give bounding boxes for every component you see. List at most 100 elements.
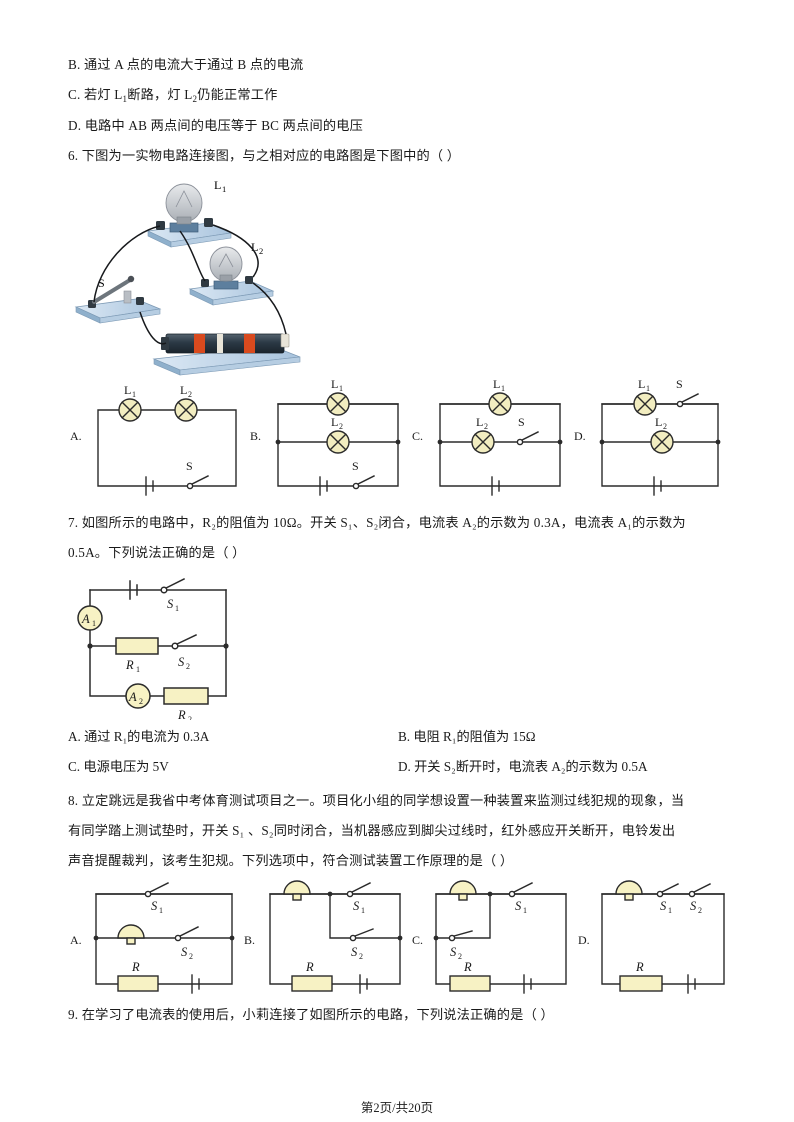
q7-option-c: C. 电源电压为 5V [68,759,169,774]
q8-option-c-letter: C. [412,933,423,947]
q8-a-resistor-label: R [131,960,140,974]
q5-option-d: D. 电路中 AB 两点间的电压等于 BC 两点间的电压 [68,118,364,133]
q8-option-a: A. S 1 [70,882,235,994]
battery-assembly [152,333,301,376]
q6-a-lamp2-sub: 2 [188,390,192,399]
q6-options-svg: A. L 1 L 2 [70,377,721,496]
q8-b-switch2-label: S [351,945,358,959]
q7-ammeter1-sub: 1 [92,619,96,628]
q7-stem-line2: 0.5A。下列说法正确的是（ ） [68,545,246,560]
q8-a-switch1-label: S [151,899,158,913]
q8-d-switch1-label: S [660,899,667,913]
q6-option-b-letter: B. [250,429,261,443]
lamp2-assembly: L 2 [188,240,275,306]
q7-options-row2: C. 电源电压为 5V D. 开关 S₂断开时，电流表 A₂的示数为 0.5A [68,752,728,782]
q8-b-switch1-sub: 1 [361,906,365,915]
q7-ammeter1-label: A [81,612,90,626]
q8-d-switch1-sub: 1 [668,906,672,915]
connecting-wires [93,224,287,345]
q7-resistor1-sub: 1 [136,665,140,674]
q6-d-lamp1-label: L [638,377,645,391]
q8-option-d-letter: D. [578,933,590,947]
q8-a-switch2-sub: 2 [189,952,193,961]
lamp2-label: L [251,240,258,254]
page-content: B. 通过 A 点的电流大于通过 B 点的电流 C. 若灯 L1断路，灯 L2仍… [68,50,728,1030]
q8-options-svg: A. S 1 [70,880,725,994]
q8-c-resistor-label: R [463,960,472,974]
q8-option-b-letter: B. [244,933,255,947]
q5-c-sub2: 2 [192,94,198,104]
page-footer: 第2页/共20页 [360,1101,434,1115]
q7-resistor1-label: R [125,658,134,672]
q8-option-a-letter: A. [70,933,82,947]
q6-options-figure: A. L 1 L 2 [68,374,728,504]
q8-option-c: C. S 1 [412,880,567,994]
q6-b-switch-label: S [352,459,359,473]
q6-b-lamp2-sub: 2 [339,422,343,431]
q8-d-switch2-label: S [690,899,697,913]
q8-c-switch2-label: S [450,945,457,959]
q8-c-switch1-label: S [515,899,522,913]
q6-option-d-letter: D. [574,429,586,443]
q8-option-b: B. S 1 [244,880,403,994]
q6-option-c-letter: C. [412,429,423,443]
q8-b-resistor-label: R [305,960,314,974]
q6-d-lamp1-sub: 1 [646,384,650,393]
lamp1-assembly: L 1 [146,178,233,248]
q7-ammeter2-label: A [128,690,137,704]
q7-switch2-label: S [178,655,185,669]
q7-circuit-svg: S 1 A 1 R 1 S 2 [77,577,229,720]
q6-c-lamp1-label: L [493,377,500,391]
q7-circuit-figure: S 1 A 1 R 1 S 2 [68,568,728,720]
q6-b-lamp1-sub: 1 [339,384,343,393]
q7-option-a: A. 通过 R₁的电流为 0.3A [68,729,210,744]
q6-realistic-circuit-figure: L 1 L 2 [68,171,728,376]
q6-option-b: B. L 1 L [250,377,401,496]
q6-b-lamp2-label: L [331,415,338,429]
q8-c-switch1-sub: 1 [523,906,527,915]
q8-d-resistor-label: R [635,960,644,974]
q6-a-lamp2-label: L [180,383,187,397]
q7-resistor2-sub: 2 [188,715,192,720]
q6-c-lamp2-sub: 2 [484,422,488,431]
q8-d-switch2-sub: 2 [698,906,702,915]
q8-stem-line3: 声音提醒裁判，该考生犯规。下列选项中，符合测试装置工作原理的是（ ） [68,853,514,868]
switch-assembly: S [74,275,162,324]
q6-option-d: D. L 1 S [574,377,721,496]
q7-option-b: B. 电阻 R₁的阻值为 15Ω [398,729,536,744]
switch-label: S [98,276,105,290]
q6-a-lamp1-label: L [124,383,131,397]
q8-a-switch2-label: S [181,945,188,959]
q7-option-d: D. 开关 S₂断开时，电流表 A₂的示数为 0.5A [398,759,648,774]
realistic-circuit-svg: L 1 L 2 [74,178,301,376]
q7-options-row1: A. 通过 R₁的电流为 0.3A B. 电阻 R₁的阻值为 15Ω [68,722,728,752]
q8-b-switch2-sub: 2 [359,952,363,961]
q6-d-lamp2-sub: 2 [663,422,667,431]
q6-c-lamp1-sub: 1 [501,384,505,393]
q6-stem: 6. 下图为一实物电路连接图，与之相对应的电路图是下图中的（ ） [68,148,461,163]
q5-c-sub1: 1 [122,94,128,104]
q9-stem: 9. 在学习了电流表的使用后，小莉连接了如图所示的电路，下列说法正确的是（ ） [68,1007,554,1022]
lamp1-sub: 1 [222,184,226,194]
q6-a-switch-label: S [186,459,193,473]
lamp1-label: L [214,178,221,192]
q6-c-switch-label: S [518,415,525,429]
q8-stem-line2: 有同学踏上测试垫时，开关 S₁ 、S₂同时闭合，当机器感应到脚尖过线时，红外感应… [68,823,676,838]
q6-c-lamp2-label: L [476,415,483,429]
q8-b-switch1-label: S [353,899,360,913]
q7-switch1-label: S [167,597,174,611]
q8-options-figure: A. S 1 [68,876,728,998]
q7-stem-line1: 7. 如图所示的电路中，R₂的阻值为 10Ω。开关 S₁、S₂闭合，电流表 A₂… [68,515,686,530]
q5-option-c: C. 若灯 L1断路，灯 L2仍能正常工作 [68,87,278,104]
q8-option-d: D. S 1 S [578,880,725,994]
q6-option-a: A. L 1 L 2 [70,383,237,496]
q7-ammeter2-sub: 2 [139,697,143,706]
q8-c-switch2-sub: 2 [458,952,462,961]
q7-switch2-sub: 2 [186,662,190,671]
q6-option-c: C. L 1 L 2 [412,377,563,496]
q6-a-lamp1-sub: 1 [132,390,136,399]
q6-option-a-letter: A. [70,429,82,443]
q6-b-lamp1-label: L [331,377,338,391]
q7-switch1-sub: 1 [175,604,179,613]
